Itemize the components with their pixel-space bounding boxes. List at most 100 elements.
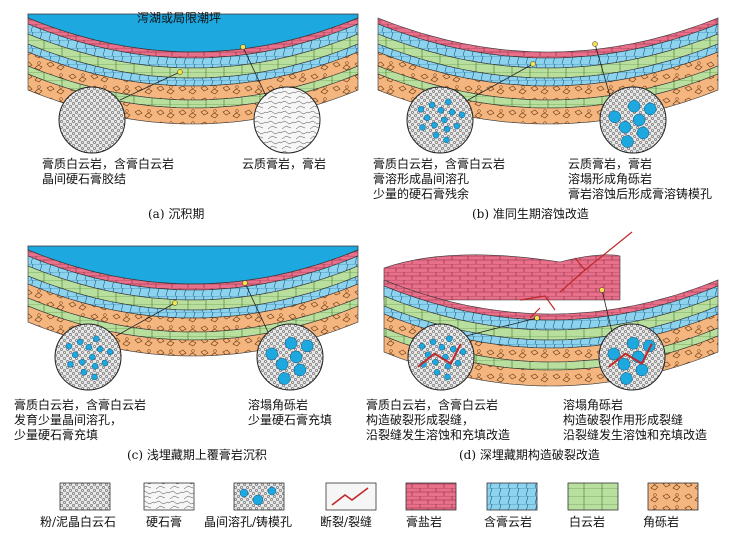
panel-c-left-pore bbox=[71, 351, 79, 359]
panel-b-right-leader bbox=[594, 43, 611, 97]
panel-c-right-pore bbox=[300, 339, 314, 353]
panel-c-left-pore bbox=[93, 335, 100, 343]
panel-d-left-desc-2: 构造破裂形成裂缝， bbox=[366, 413, 475, 427]
panel-b-left-point bbox=[530, 61, 536, 67]
legend-label-pores: 晶间溶孔/铸模孔 bbox=[204, 515, 293, 529]
panel-b-right-pore bbox=[632, 113, 646, 127]
panel-a-left-desc-1: 膏质白云岩，含膏白云岩 bbox=[42, 157, 175, 171]
panel-a bbox=[27, 13, 359, 154]
panel-b-left-pore bbox=[448, 108, 456, 116]
panel-d-right-point bbox=[599, 287, 605, 293]
legend-label-anhydrite: 硬石膏 bbox=[146, 515, 183, 529]
panel-b-right-pore bbox=[621, 135, 634, 148]
panel-d-left-desc-1: 膏质白云岩，含膏白云岩 bbox=[366, 398, 499, 412]
panel-a-caption: (a) 沉积期 bbox=[148, 207, 205, 221]
panel-d-fault bbox=[559, 231, 633, 293]
panel-c-left-pore bbox=[89, 353, 96, 361]
panel-c-left-pore bbox=[85, 344, 93, 351]
panel-c-left-desc-2: 发育少量晶间溶孔， bbox=[14, 413, 123, 427]
legend-swatch-salt bbox=[405, 482, 457, 511]
panel-b-right-desc-2: 溶塌形成角砾岩 bbox=[568, 172, 653, 186]
panel-b-left-pore bbox=[443, 125, 451, 133]
panel-b-left-pore bbox=[445, 98, 452, 106]
panel-c-left-pore bbox=[101, 359, 109, 367]
panel-a-right-leader bbox=[242, 46, 267, 97]
panel-c-right-pore bbox=[275, 357, 289, 371]
panel-d-left-pore bbox=[444, 362, 452, 370]
panel-b-left-pore bbox=[443, 136, 450, 144]
panel-d-caption: (d) 深埋藏期构造破裂改造 bbox=[459, 448, 600, 462]
panel-b-caption: (b) 准同生期溶蚀改造 bbox=[472, 207, 589, 221]
panel-c-right-pore bbox=[278, 372, 291, 385]
panel-d-left-pore bbox=[449, 345, 457, 353]
panel-c-right-desc-2: 少量硬石膏充填 bbox=[248, 413, 333, 427]
panel-b-right-pore bbox=[608, 110, 621, 124]
panel-d-right-pore bbox=[635, 363, 649, 377]
panel-d-right-desc-3: 沿裂缝发生溶蚀和充填改造 bbox=[563, 428, 708, 442]
panel-c-left-pore bbox=[67, 361, 74, 368]
panel-c bbox=[27, 245, 359, 391]
panel-c-right-pore bbox=[289, 350, 303, 364]
legend-label-salt: 膏盐岩 bbox=[406, 515, 443, 529]
legend-label-breccia: 角砾岩 bbox=[643, 515, 680, 529]
panel-d-right-desc-1: 溶塌角砾岩 bbox=[563, 398, 624, 412]
legend-swatch-breccia bbox=[647, 482, 699, 511]
legend-swatch-dolomite bbox=[567, 482, 619, 511]
panel-d-right-pore bbox=[607, 347, 620, 361]
panel-d-left-pore bbox=[459, 348, 467, 356]
panel-d-left-pore bbox=[444, 373, 451, 381]
panel-d-right-fracture bbox=[608, 343, 653, 368]
panel-a-right-point bbox=[240, 44, 246, 50]
panel-c-left-pore bbox=[91, 373, 98, 381]
panel-c-caption: (c) 浅埋藏期上覆膏岩沉积 bbox=[127, 448, 267, 462]
panel-c-right-point bbox=[242, 280, 248, 286]
panel-d-right-leader bbox=[601, 289, 613, 333]
panel-c-left-thin-section bbox=[54, 323, 122, 391]
panel-d-right-pore bbox=[617, 357, 631, 371]
legend-fracture-line bbox=[331, 487, 369, 506]
panel-a-left-thin-section bbox=[58, 86, 126, 154]
panel-c-left-point bbox=[172, 300, 178, 306]
panel-b-right-pore bbox=[627, 99, 641, 113]
panel-d-left-point bbox=[534, 315, 540, 321]
panel-c-left-pore bbox=[96, 345, 104, 353]
panel-d-left-pore bbox=[433, 368, 441, 376]
panel-d-right-pore bbox=[620, 372, 633, 385]
panel-d-left-pore bbox=[418, 343, 426, 350]
panel-c-right-pore bbox=[265, 347, 278, 361]
panel-d-left-pore bbox=[438, 344, 446, 351]
panel-c-left-pore bbox=[106, 348, 114, 356]
panel-c-right-desc-1: 溶塌角砾岩 bbox=[248, 398, 309, 412]
panel-c-left-pore bbox=[91, 362, 99, 370]
panel-b-left-pore bbox=[431, 121, 438, 129]
water-label: 泻湖或局限潮坪 bbox=[137, 11, 222, 25]
panel-c-right-pore bbox=[284, 336, 298, 350]
legend-pore-dot bbox=[252, 494, 264, 506]
panel-b-right-desc-1: 云质膏岩，膏岩 bbox=[568, 157, 653, 171]
panel-c-right-leader bbox=[244, 282, 269, 333]
panel-d-right-pore bbox=[626, 336, 640, 350]
panel-b-left-pore bbox=[419, 124, 426, 131]
panel-d-left-pore bbox=[454, 359, 462, 367]
panel-c-left-desc-1: 膏质白云岩，含膏白云岩 bbox=[14, 398, 147, 412]
panel-b-right-pore bbox=[618, 120, 632, 134]
panel-a-right-desc-1: 云质膏岩，膏岩 bbox=[242, 157, 327, 171]
panel-c-right-pore bbox=[293, 363, 307, 377]
legend-pore-dot bbox=[239, 488, 249, 498]
panel-b-left-desc-1: 膏质白云岩，含膏白云岩 bbox=[373, 157, 506, 171]
panel-b-left-pore bbox=[428, 101, 436, 109]
panel-d-right-desc-2: 构造破裂作用形成裂缝 bbox=[563, 413, 684, 427]
panel-d bbox=[383, 231, 719, 391]
panel-b-left-pore bbox=[417, 106, 425, 113]
panel-b-left-pore bbox=[458, 111, 466, 119]
panel-a-left-point bbox=[177, 69, 183, 75]
panel-b-left-pore bbox=[423, 114, 431, 122]
legend-label-fracture: 断裂/裂缝 bbox=[320, 515, 373, 529]
panel-b-right-pore bbox=[643, 102, 657, 116]
panel-d-right-pore bbox=[642, 339, 656, 353]
panel-c-left-pore bbox=[76, 338, 84, 346]
panel-b-left-thin-section bbox=[406, 86, 474, 154]
legend-swatch-gypsum-dolomite bbox=[486, 482, 538, 511]
